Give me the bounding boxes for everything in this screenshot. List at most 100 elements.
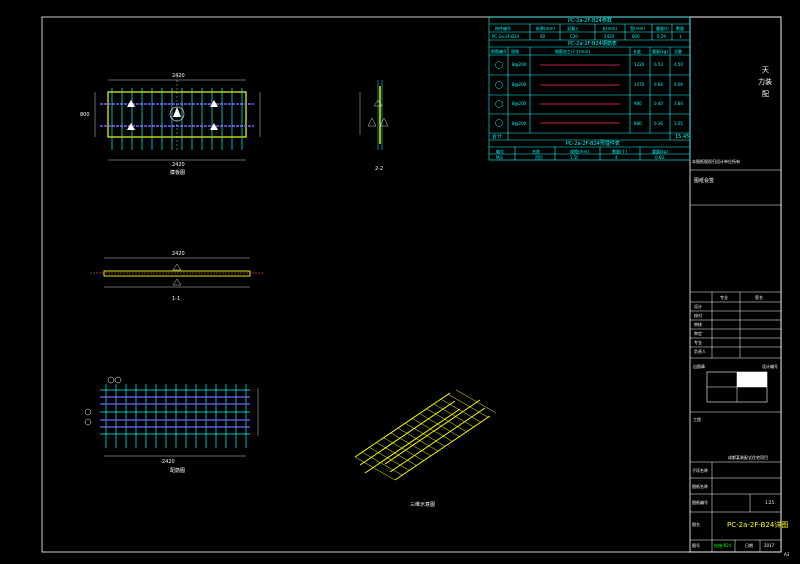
table2-total-value: 15.45 [675, 134, 690, 140]
rebar-view-label: 配筋图 [170, 468, 186, 474]
table1-header-cell: 宽(mm) [630, 26, 645, 31]
iso-cross-bar [419, 413, 460, 438]
table2-row-cell: 8@200 [512, 81, 527, 87]
role-label: 设计 [694, 304, 702, 309]
iso-cross-bar [405, 423, 446, 447]
table3-title: PC-2a-2F-B24预埋件表 [566, 141, 620, 147]
company-line-3: 配 [762, 90, 769, 98]
table3-header-cell: 名称 [532, 149, 540, 154]
table3-row-cell: 吊钉 [535, 155, 543, 160]
iso-cross-bar [434, 403, 475, 428]
rebar-dim: 2420 [162, 459, 175, 465]
iso-main-bar [384, 399, 481, 465]
table1-row-cell: 2420 [604, 34, 615, 39]
role-label: 审定 [694, 331, 702, 336]
table3-header-cell: 重量(kg) [652, 149, 668, 154]
table1-header-cell: 重量(t) [656, 26, 669, 31]
plan-view-label: 模板图 [170, 170, 186, 176]
section-1-1-label: 1-1 [172, 296, 181, 302]
table2-row-cell: 3.05 [674, 120, 683, 126]
iso-main-bar [359, 400, 456, 466]
table2-row-cell: 0.53 [654, 62, 663, 67]
table3-row-cell: 4 [615, 155, 618, 160]
iso-cross-bar [354, 456, 396, 481]
scale-label: 图纸编号 [692, 500, 708, 505]
company-line-2: 力装 [758, 78, 772, 86]
table2-row-cell: 0.40 [654, 101, 663, 106]
table2-title: PC-2a-2F-B24钢筋表 [568, 41, 617, 47]
drawing-label: 图名 [692, 522, 700, 527]
iso-main-bar [364, 408, 461, 474]
building-label: 子项名称 [692, 468, 708, 473]
table2-total-label: 合计 [492, 134, 503, 140]
table1-row-cell: 0.29 [657, 34, 666, 39]
table2-header-cell: 钢筋加工尺寸(mm) [555, 49, 590, 54]
iso-cross-bar [441, 399, 482, 423]
stamp-right: 设计编号 [762, 364, 778, 369]
iso-cross-bar [398, 427, 439, 452]
iso-cross-bar [455, 389, 496, 414]
plan-dim-width: 800 [80, 112, 90, 118]
iso-cross-bar [383, 437, 424, 462]
table1-header-cell: 混凝土 [567, 26, 579, 31]
sign-head-2: 签名 [755, 295, 763, 300]
iso-cross-bar [369, 447, 410, 471]
table1-title: PC-2a-2F-B24参数 [568, 18, 612, 24]
table1-row-cell: 1 [679, 34, 682, 39]
sheet-label: 图号 [692, 543, 700, 548]
table2-row-cell: 1220 [634, 62, 645, 67]
iso-main-bar [389, 407, 486, 473]
table3-row-cell: 1.5t [570, 155, 578, 160]
drawing-name: PC-2a-2F-B24详图 [727, 521, 789, 529]
iso-cross-bar [448, 394, 489, 418]
table2-row-cell: 880 [634, 120, 642, 126]
table1-header-cell: 长(mm) [602, 26, 617, 31]
table2-row-cell: 0.64 [654, 81, 663, 87]
iso-main-bar [354, 392, 451, 458]
role-label: 校对 [694, 313, 702, 318]
table2-row-cell: 8@200 [512, 62, 527, 67]
table2-row-cell: 1470 [634, 81, 645, 87]
table2-row-cell: 0.36 [654, 120, 663, 126]
corner-mark: A3 [784, 552, 790, 557]
table1-header-cell: 数量 [676, 26, 684, 31]
table3-header-cell: 编号 [496, 149, 504, 154]
project-label: 工程 [693, 417, 701, 422]
sheet-value: 结施-B24 [714, 543, 732, 548]
date-label: 日期 [745, 543, 753, 548]
iso-cross-bar [376, 442, 417, 466]
table1-header-cell: 构件编号 [495, 26, 511, 31]
section-1-1-dim: 2420 [172, 251, 185, 257]
table2-row-cell: 3.84 [674, 101, 683, 106]
project-name: 成都某装配式住宅项目 [728, 455, 768, 460]
plan-dim-bottom: 2420 [172, 162, 185, 168]
plan-view [94, 76, 261, 161]
iso-cross-bar [412, 418, 453, 442]
role-label: 审核 [694, 322, 702, 327]
table2-row-cell: 4.50 [674, 62, 683, 67]
company-line-1: 天 [762, 66, 769, 74]
sub-label: 图纸名称 [692, 484, 708, 489]
role-label: 负责人 [694, 349, 706, 354]
plan-dim-total: 2420 [172, 73, 185, 79]
table3-header-cell: 规格(mm) [570, 149, 589, 154]
table2-header-cell: 钢筋编号 [491, 49, 507, 54]
role-label: 专业 [694, 340, 702, 345]
copyright-note: 本图纸版权归设计单位所有 [692, 159, 740, 164]
table2-header-cell: 重量(kg) [652, 49, 668, 54]
iso-cross-bar [390, 432, 432, 457]
table1-row-cell: C30 [570, 34, 578, 39]
iso-view-label: 三维示意图 [410, 502, 436, 508]
table2-header-cell: 总重 [674, 49, 682, 54]
table1-row-cell: PC-2a-2F-B24 [492, 34, 520, 39]
table2-row-cell: 980 [634, 101, 642, 106]
section-2-2-view [359, 80, 389, 150]
table1-header-cell: 板厚(mm) [536, 26, 555, 31]
section-2-2-label: 2-2 [375, 166, 384, 172]
table3-header-cell: 数量(个) [612, 149, 628, 154]
reinforcement-plan-view [84, 376, 259, 457]
date-value: 2017 [764, 543, 775, 548]
iso-cross-bar [426, 408, 468, 433]
table2-row-cell: 8@200 [512, 120, 527, 126]
